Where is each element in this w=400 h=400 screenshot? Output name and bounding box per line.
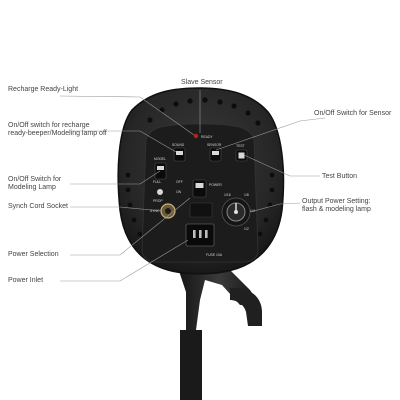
panel-sync-text: SYNC <box>150 209 160 213</box>
power-inlet[interactable] <box>185 223 215 247</box>
panel-full-text: FULL <box>153 180 161 184</box>
label-recharge-ready-light: Recharge Ready-Light <box>8 86 79 93</box>
label-test-button: Test Button <box>322 173 358 180</box>
power-switch[interactable] <box>192 179 207 198</box>
vent-holes <box>125 97 275 249</box>
panel-power-text: POWER <box>209 183 222 187</box>
label-output-power: Output Power Setting: flash & modeling l… <box>302 198 371 213</box>
panel-sound-text: SOUND <box>172 143 185 147</box>
label-onoff-sensor: On/Off Switch for Sensor <box>314 110 392 117</box>
panel-ready-text: READY <box>201 135 213 139</box>
label-slave-sensor: Slave Sensor <box>181 79 223 86</box>
power-controls <box>192 179 207 198</box>
label-power-selection: Power Selection <box>8 251 59 258</box>
stand-bracket <box>178 262 262 400</box>
panel-fuse-text: FUSE 10A <box>206 253 223 257</box>
panel-on-text: ON <box>176 190 182 194</box>
top-controls <box>173 133 248 162</box>
label-synch-cord-socket: Synch Cord Socket <box>8 203 68 210</box>
panel-model-text: MODEL <box>154 157 166 161</box>
panel-test-text: TEST <box>236 144 245 148</box>
dial-scale-1-2: 1/2 <box>244 227 249 231</box>
panel-sensor-text: SENSOR <box>207 143 222 147</box>
model-controls <box>154 162 167 195</box>
ready-led <box>193 133 199 139</box>
panel-off-text: OFF <box>176 180 183 184</box>
label-onoff-recharge: On/Off switch for recharge ready-beeper/… <box>8 122 107 137</box>
label-power-inlet: Power Inlet <box>8 277 44 284</box>
model-switch[interactable] <box>154 162 167 180</box>
label-onoff-modeling: On/Off Switch for Modeling Lamp <box>8 176 62 191</box>
fuse-holder <box>189 202 213 218</box>
dial-scale-1-4: 1/4 <box>250 209 255 213</box>
output-power-dial[interactable] <box>221 197 251 227</box>
panel-prop-text: PROP <box>153 199 163 203</box>
dial-scale-1-8: 1/8 <box>244 193 249 197</box>
dial-scale-1-16: 1/16 <box>224 193 231 197</box>
callout-lines <box>59 90 326 282</box>
